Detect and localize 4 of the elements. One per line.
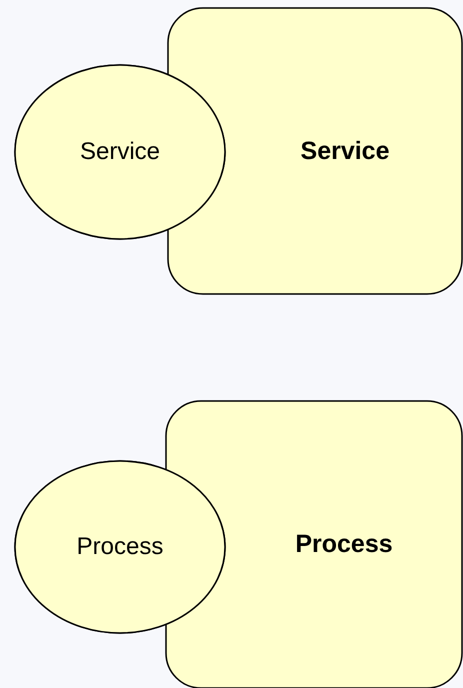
node-label: Process bbox=[295, 530, 393, 559]
node-label: Process bbox=[76, 533, 164, 561]
node-label: Service bbox=[80, 138, 160, 166]
node-label: Service bbox=[300, 136, 390, 166]
